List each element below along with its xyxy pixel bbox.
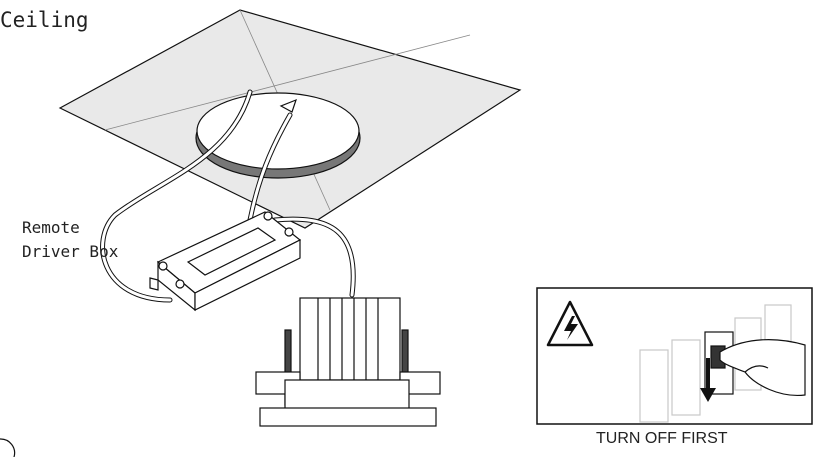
remote-driver-label-line1: Remote bbox=[22, 218, 80, 237]
remote-driver-box bbox=[149, 211, 302, 312]
turn-off-first-label: TURN OFF FIRST bbox=[596, 430, 728, 447]
remote-driver-label-line2: Driver Box bbox=[22, 242, 119, 261]
downlight-fixture bbox=[255, 297, 441, 427]
hand-icon bbox=[719, 339, 806, 397]
down-arrow-icon bbox=[700, 358, 716, 402]
page-step-icon bbox=[0, 438, 16, 457]
ceiling-label: Ceiling bbox=[0, 8, 89, 32]
high-voltage-warning-icon bbox=[546, 300, 594, 347]
cable-wires bbox=[100, 89, 356, 303]
up-arrow-icon bbox=[279, 98, 297, 113]
